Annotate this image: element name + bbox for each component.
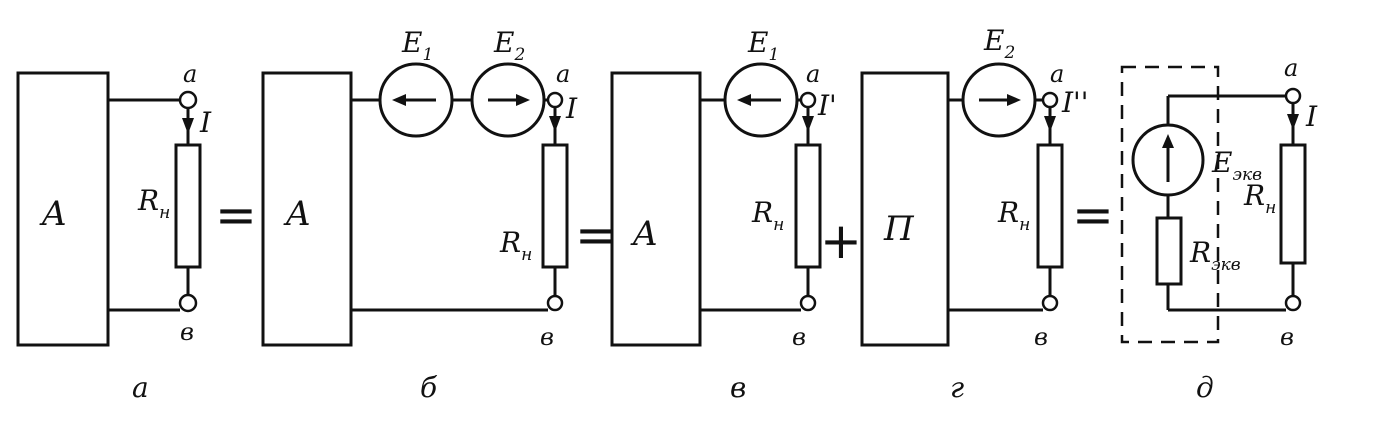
network-label-b: A — [283, 194, 311, 234]
terminal-label-b-bottom: в — [540, 323, 554, 351]
resistor-label-d: Rн — [1243, 179, 1276, 218]
caption-v: в — [730, 371, 746, 404]
equiv-source-label: Eэкв — [1211, 146, 1262, 185]
equivalent-generator-boundary — [1120, 65, 1220, 344]
terminal-a-top — [178, 90, 198, 110]
panel-d: Eэкв Rэкв a в I Rн — [1120, 54, 1318, 351]
terminal-g-bottom — [1041, 294, 1059, 312]
resistor-label-b: Rн — [499, 226, 532, 265]
load-resistor-d — [1279, 143, 1307, 265]
load-resistor-v — [794, 143, 822, 269]
current-arrow-b — [549, 116, 561, 132]
caption-g: г — [950, 371, 964, 404]
resistor-label-a: Rн — [137, 184, 170, 223]
terminal-label-g-bottom: в — [1034, 323, 1048, 351]
operator-eq-3: = — [1072, 186, 1114, 244]
resistor-label-g: Rн — [997, 196, 1030, 235]
panel-b: A E1 E2 a в I Rн — [261, 26, 578, 351]
terminal-a-bottom — [178, 293, 198, 313]
source-label-e2-g: E2 — [983, 24, 1015, 63]
network-label-v: A — [630, 214, 658, 254]
terminal-d-bottom — [1284, 294, 1302, 312]
terminal-label-g-top: a — [1050, 60, 1064, 88]
terminal-g-top — [1041, 91, 1059, 109]
operator-eq-2: = — [575, 206, 617, 264]
current-label-g: I'' — [1061, 86, 1088, 119]
panel-a: A a в I Rн — [16, 60, 212, 347]
panel-v: A E1 a в I' Rн — [610, 26, 837, 351]
source-label-e2-b: E2 — [493, 26, 525, 65]
terminal-label-a-bottom: в — [180, 318, 194, 346]
caption-d: д — [1196, 371, 1214, 404]
load-resistor-a — [174, 143, 202, 269]
current-label-a: I — [199, 106, 212, 139]
source-label-e1-b: E1 — [401, 26, 433, 65]
network-box-b — [261, 71, 353, 347]
current-label-d: I — [1305, 100, 1318, 133]
network-label-g: П — [883, 209, 915, 249]
caption-a: а — [132, 371, 149, 404]
terminal-label-v-top: a — [806, 60, 820, 88]
current-arrow-v — [802, 116, 814, 132]
network-box-v — [610, 71, 702, 347]
network-label-a: A — [39, 194, 67, 234]
panel-g: П E2 a в I'' Rн — [860, 24, 1088, 351]
current-label-v: I' — [817, 89, 837, 122]
current-arrow-g — [1044, 116, 1056, 132]
load-resistor-g — [1036, 143, 1064, 269]
current-arrow-a — [182, 118, 194, 134]
network-box-a — [16, 71, 110, 347]
current-arrow-d — [1287, 114, 1299, 130]
terminal-d-top — [1284, 87, 1302, 105]
terminal-label-d-bottom: в — [1280, 323, 1294, 351]
operator-eq-1: = — [215, 186, 257, 244]
equiv-resistor-label: Rэкв — [1189, 236, 1241, 275]
source-label-e1-v: E1 — [747, 26, 779, 65]
equivalent-resistor — [1155, 216, 1183, 286]
resistor-label-v: Rн — [751, 196, 784, 235]
network-box-g — [860, 71, 950, 347]
terminal-label-b-top: a — [556, 60, 570, 88]
terminal-b-top — [546, 91, 564, 109]
terminal-b-bottom — [546, 294, 564, 312]
terminal-label-d-top: a — [1284, 54, 1298, 82]
operator-plus: + — [820, 212, 862, 270]
terminal-label-v-bottom: в — [792, 323, 806, 351]
terminal-v-top — [799, 91, 817, 109]
load-resistor-b — [541, 143, 569, 269]
terminal-label-a-top: a — [183, 60, 197, 88]
current-label-b: I — [565, 92, 578, 125]
caption-b: б — [420, 371, 438, 404]
terminal-v-bottom — [799, 294, 817, 312]
